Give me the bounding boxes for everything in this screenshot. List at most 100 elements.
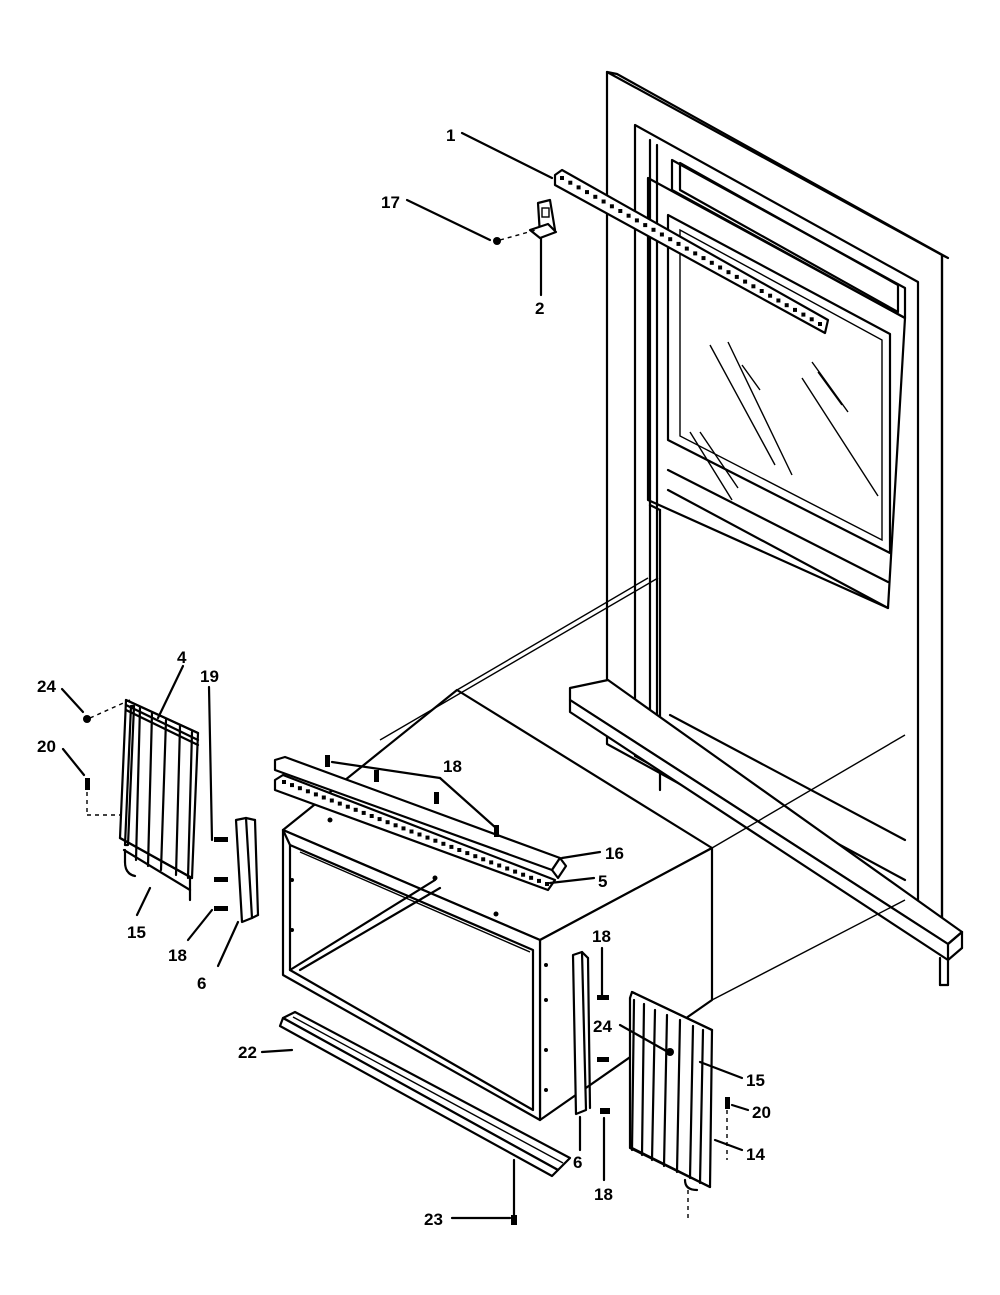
- rail-hole: [726, 270, 731, 275]
- rail-hole: [676, 241, 681, 246]
- part-20-left-screw: [85, 778, 120, 816]
- gasket-hole: [313, 792, 318, 797]
- gasket-hole: [305, 789, 310, 794]
- gasket-hole: [457, 848, 462, 852]
- callout-18-right-top: 18: [592, 927, 611, 946]
- rail-hole: [768, 293, 773, 298]
- gasket-hole: [465, 851, 470, 856]
- window-frame: [568, 70, 964, 987]
- gasket-hole: [505, 866, 510, 871]
- gasket-hole: [489, 860, 494, 865]
- rail-hole: [560, 176, 564, 180]
- gasket-hole: [545, 882, 549, 886]
- right-side-curtain: [628, 990, 714, 1222]
- callout-6-right: 6: [573, 1153, 582, 1172]
- left-side-curtain: [118, 698, 200, 902]
- callout-16: 16: [605, 844, 624, 863]
- gasket-hole: [449, 844, 454, 849]
- gasket-hole: [537, 878, 541, 883]
- rail-hole: [626, 213, 631, 218]
- gasket-hole: [417, 832, 422, 837]
- gasket-hole: [529, 875, 534, 880]
- part-2-bracket: [528, 198, 558, 240]
- callout-4: 4: [177, 648, 187, 667]
- callout-14: 14: [746, 1145, 765, 1164]
- rail-hole: [651, 227, 656, 232]
- rail-hole: [818, 322, 822, 326]
- callout-24-right: 24: [593, 1017, 612, 1036]
- gasket-hole: [481, 857, 486, 862]
- callout-19: 19: [200, 667, 219, 686]
- callout-labels: 1 17 2 4 24 20 19 18 16 5 15 18 6 22 18 …: [37, 126, 771, 1229]
- rail-hole: [701, 256, 706, 261]
- rail-hole: [643, 223, 648, 228]
- rail-hole: [601, 199, 606, 204]
- rail-hole: [609, 204, 614, 209]
- callout-20-left: 20: [37, 737, 56, 756]
- gasket-hole: [282, 780, 286, 784]
- part-1-top-rail: [553, 168, 830, 335]
- upper-sash-glass-frame: [666, 213, 892, 555]
- part-22-bottom-rail: [278, 1010, 572, 1178]
- rail-hole: [743, 279, 748, 284]
- callout-18-left: 18: [168, 946, 187, 965]
- callout-2: 2: [535, 299, 544, 318]
- rail-hole: [634, 218, 639, 223]
- rail-hole: [751, 284, 756, 289]
- gasket-hole: [425, 835, 430, 840]
- gasket-hole: [393, 823, 398, 828]
- gasket-hole: [385, 820, 390, 825]
- guide-lines: [379, 577, 906, 1001]
- right-part-24-screw: [666, 1048, 674, 1056]
- gasket-hole: [513, 869, 518, 874]
- gasket-hole: [321, 795, 326, 800]
- gasket-hole: [441, 841, 446, 846]
- part-16-top-channel: [273, 755, 568, 880]
- gasket-hole: [473, 854, 478, 859]
- part-17-screw: [493, 229, 537, 245]
- leader-lines: [60, 131, 750, 1220]
- gasket-hole: [337, 801, 342, 806]
- rail-hole: [734, 274, 739, 279]
- cabinet-front: [281, 828, 542, 1122]
- gasket-hole: [369, 814, 374, 818]
- rail-hole: [801, 312, 806, 317]
- gasket-hole: [401, 826, 406, 831]
- rail-hole: [684, 246, 689, 251]
- part-5-gasket: [273, 773, 557, 892]
- rail-hole: [668, 237, 673, 242]
- callout-24-left: 24: [37, 677, 56, 696]
- callout-15-left: 15: [127, 923, 146, 942]
- callout-18-right-bottom: 18: [594, 1185, 613, 1204]
- rail-hole: [576, 185, 581, 190]
- rail-hole: [593, 194, 598, 199]
- part-23-screw: [511, 1158, 517, 1225]
- right-part-18-screws: [597, 995, 610, 1114]
- gasket-hole: [409, 829, 414, 834]
- left-part-18-screws: [214, 837, 228, 911]
- rail-hole: [693, 251, 698, 256]
- rail-hole: [718, 265, 723, 270]
- left-part-6-strip: [234, 816, 260, 924]
- part-24-left-screw: [83, 699, 131, 723]
- right-part-6-strip: [571, 950, 592, 1116]
- callout-5: 5: [598, 872, 607, 891]
- rail-hole: [793, 307, 797, 312]
- gasket-hole: [433, 838, 438, 843]
- right-part-20-screw: [725, 1097, 730, 1160]
- gasket-hole: [497, 863, 502, 868]
- gasket-hole: [353, 807, 358, 812]
- rail-hole: [776, 298, 781, 303]
- rail-hole: [659, 232, 664, 237]
- callout-6-left: 6: [197, 974, 206, 993]
- callout-22: 22: [238, 1043, 257, 1062]
- rail-hole: [618, 209, 623, 213]
- rail-hole: [809, 317, 814, 322]
- gasket-hole: [377, 817, 382, 822]
- callout-23: 23: [424, 1210, 443, 1229]
- gasket-hole: [290, 783, 294, 788]
- gasket-hole: [361, 810, 366, 815]
- callout-17: 17: [381, 193, 400, 212]
